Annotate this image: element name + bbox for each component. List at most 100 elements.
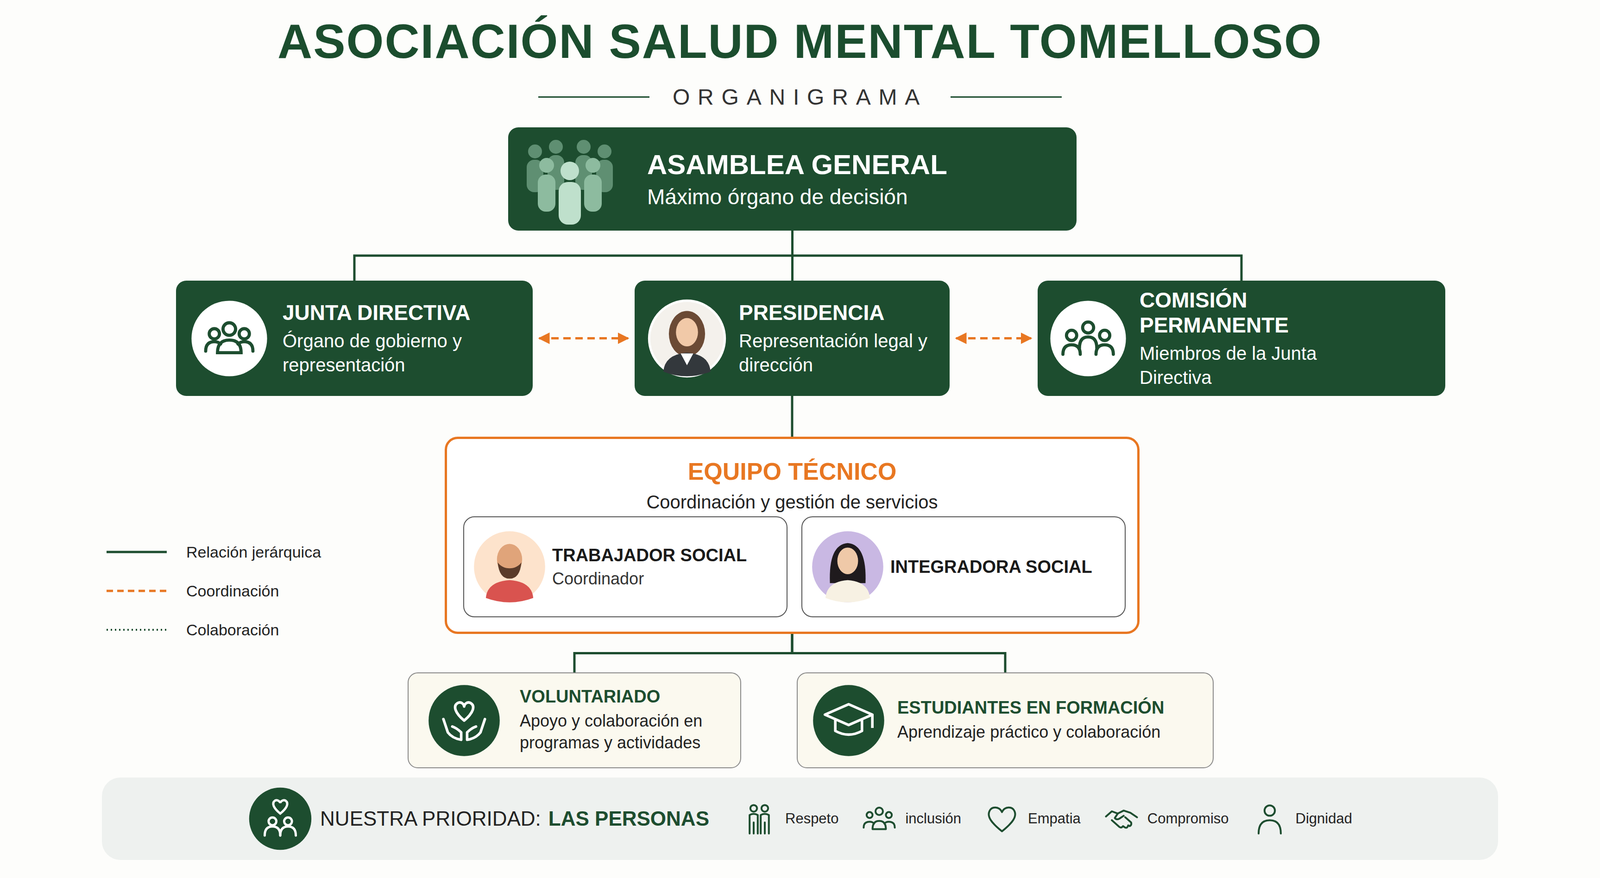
legend-swatch xyxy=(105,547,168,557)
text-item: ASAMBLEA GENERAL xyxy=(647,148,948,181)
node-icon xyxy=(427,683,502,758)
node-heading: PRESIDENCIA xyxy=(738,300,885,326)
committee-box: COMISIÓN PERMANENTEMiembros de la Junta … xyxy=(1037,280,1446,397)
node-text: Dignidad xyxy=(1295,810,1353,828)
node-heading: COMISIÓN PERMANENTE xyxy=(1139,287,1342,338)
assembly-box: ASAMBLEA GENERAL Máximo órgano de decisió… xyxy=(508,127,1077,231)
value-icon xyxy=(1102,800,1141,838)
node-icon xyxy=(810,529,885,605)
rule-line xyxy=(538,96,650,98)
text-group: EQUIPO TÉCNICO Coordinación y gestión de … xyxy=(636,439,947,513)
text-group: NUESTRA PRIORIDAD:LAS PERSONAS Respeto inc… xyxy=(247,786,1353,852)
subtitle-row: ORGANIGRAMA xyxy=(0,84,1600,110)
legend-text: Colaboración xyxy=(186,621,279,640)
node-heading: ASAMBLEA GENERAL xyxy=(647,148,948,181)
legend-text: Relación jerárquica xyxy=(186,543,322,562)
board-box: JUNTA DIRECTIVAÓrgano de gobierno y repr… xyxy=(176,280,533,397)
legend-swatch xyxy=(105,625,168,635)
node-text: Coordinación y gestión de servicios xyxy=(646,491,938,513)
node-icon xyxy=(811,683,886,758)
hierarchy-line xyxy=(354,230,793,281)
text-item: PRESIDENCIA xyxy=(738,300,939,326)
legend-swatch xyxy=(105,586,168,596)
node-text: inclusión xyxy=(905,810,962,828)
node-icon xyxy=(647,299,727,378)
text-item: INTEGRADORA SOCIAL xyxy=(890,557,1093,578)
node-text: Respeto xyxy=(785,810,839,828)
volunteer-box: VOLUNTARIADO Apoyo y colaboración en prog… xyxy=(407,672,742,769)
presidency-box: PRESIDENCIARepresentación legal y direcc… xyxy=(634,280,950,397)
node-text: Máximo órgano de decisión xyxy=(647,184,908,210)
text-item: NUESTRA PRIORIDAD: xyxy=(247,786,542,852)
text-group: JUNTA DIRECTIVAÓrgano de gobierno y repr… xyxy=(176,300,533,378)
text-group: COMISIÓN PERMANENTEMiembros de la Junta … xyxy=(1037,287,1353,390)
text-item: ESTUDIANTES EN FORMACIÓN xyxy=(897,698,1165,719)
hierarchy-line xyxy=(574,634,793,673)
text-item: Apoyo y colaboración en programas y acti… xyxy=(519,710,704,755)
coordination-arrow xyxy=(956,337,1032,340)
coordination-arrow xyxy=(539,337,629,340)
legend-row: Relación jerárquica xyxy=(105,532,322,572)
node-text: LAS PERSONAS xyxy=(548,807,710,831)
legend: Relación jerárquicaCoordinaciónColaborac… xyxy=(105,532,322,650)
node-heading: INTEGRADORA SOCIAL xyxy=(890,557,1093,578)
node-text: Representación legal y dirección xyxy=(738,328,939,378)
text-item: Empatia xyxy=(983,800,1081,838)
value-icon xyxy=(247,786,313,852)
text-item: LAS PERSONAS xyxy=(548,807,710,831)
text-item: Respeto xyxy=(740,800,839,838)
students-box: ESTUDIANTES EN FORMACIÓNAprendizaje prác… xyxy=(796,672,1214,769)
node-icon xyxy=(521,132,619,226)
text-item: Máximo órgano de decisión xyxy=(647,184,948,210)
hierarchy-line xyxy=(791,396,794,437)
hierarchy-line xyxy=(792,634,1006,673)
value-icon xyxy=(860,800,898,838)
text-group: ASAMBLEA GENERAL Máximo órgano de decisió… xyxy=(508,148,959,210)
node-icon xyxy=(189,299,269,378)
value-icon xyxy=(740,800,778,838)
node-heading: ESTUDIANTES EN FORMACIÓN xyxy=(897,698,1165,719)
node-text: Órgano de gobierno y representación xyxy=(282,328,522,378)
text-item: Aprendizaje práctico y colaboración xyxy=(897,721,1165,744)
text-item: Dignidad xyxy=(1251,800,1353,838)
subtitle: ORGANIGRAMA xyxy=(672,84,928,110)
text-item: Coordinación y gestión de servicios xyxy=(646,491,938,513)
text-item: inclusión xyxy=(860,800,962,838)
staff-card: TRABAJADOR SOCIAL Coordinador xyxy=(463,516,788,618)
text-item: Órgano de gobierno y representación xyxy=(282,328,522,378)
page-title: ASOCIACIÓN SALUD MENTAL TOMELLOSO xyxy=(0,13,1600,70)
node-heading: JUNTA DIRECTIVA xyxy=(282,300,471,326)
node-text: Apoyo y colaboración en programas y acti… xyxy=(519,710,704,755)
text-group: INTEGRADORA SOCIAL xyxy=(802,557,1104,578)
legend-text: Coordinación xyxy=(186,582,279,601)
node-heading: VOLUNTARIADO xyxy=(519,686,661,707)
node-text: Coordinador xyxy=(552,569,644,589)
hierarchy-line xyxy=(792,230,1242,281)
team-box: EQUIPO TÉCNICO Coordinación y gestión de … xyxy=(444,436,1140,635)
text-item: JUNTA DIRECTIVA xyxy=(282,300,522,326)
text-item: Representación legal y dirección xyxy=(738,328,939,378)
text-group: ESTUDIANTES EN FORMACIÓNAprendizaje prác… xyxy=(797,698,1176,744)
rule-line xyxy=(950,96,1062,98)
node-text: Empatia xyxy=(1027,810,1081,828)
text-item: Coordinador xyxy=(552,569,747,589)
value-icon xyxy=(983,800,1021,838)
values-band: NUESTRA PRIORIDAD:LAS PERSONAS Respeto inc… xyxy=(101,777,1499,861)
node-heading: TRABAJADOR SOCIAL xyxy=(552,545,747,566)
text-item: EQUIPO TÉCNICO xyxy=(687,457,897,486)
node-heading: NUESTRA PRIORIDAD: xyxy=(320,807,542,831)
text-group: PRESIDENCIARepresentación legal y direcc… xyxy=(634,300,950,378)
text-item: VOLUNTARIADO xyxy=(519,686,704,707)
node-text: Miembros de la Junta Directiva xyxy=(1139,341,1342,390)
text-item: COMISIÓN PERMANENTE xyxy=(1139,287,1342,338)
legend-row: Colaboración xyxy=(105,610,322,650)
text-item: TRABAJADOR SOCIAL xyxy=(552,545,747,566)
text-group: TRABAJADOR SOCIAL Coordinador xyxy=(464,545,758,589)
text-item: Miembros de la Junta Directiva xyxy=(1139,341,1342,390)
node-icon xyxy=(1048,299,1128,378)
text-item: Compromiso xyxy=(1102,800,1229,838)
value-icon xyxy=(1251,800,1289,838)
staff-card: INTEGRADORA SOCIAL xyxy=(801,516,1126,618)
node-text: Compromiso xyxy=(1147,810,1229,828)
node-icon xyxy=(472,529,547,605)
